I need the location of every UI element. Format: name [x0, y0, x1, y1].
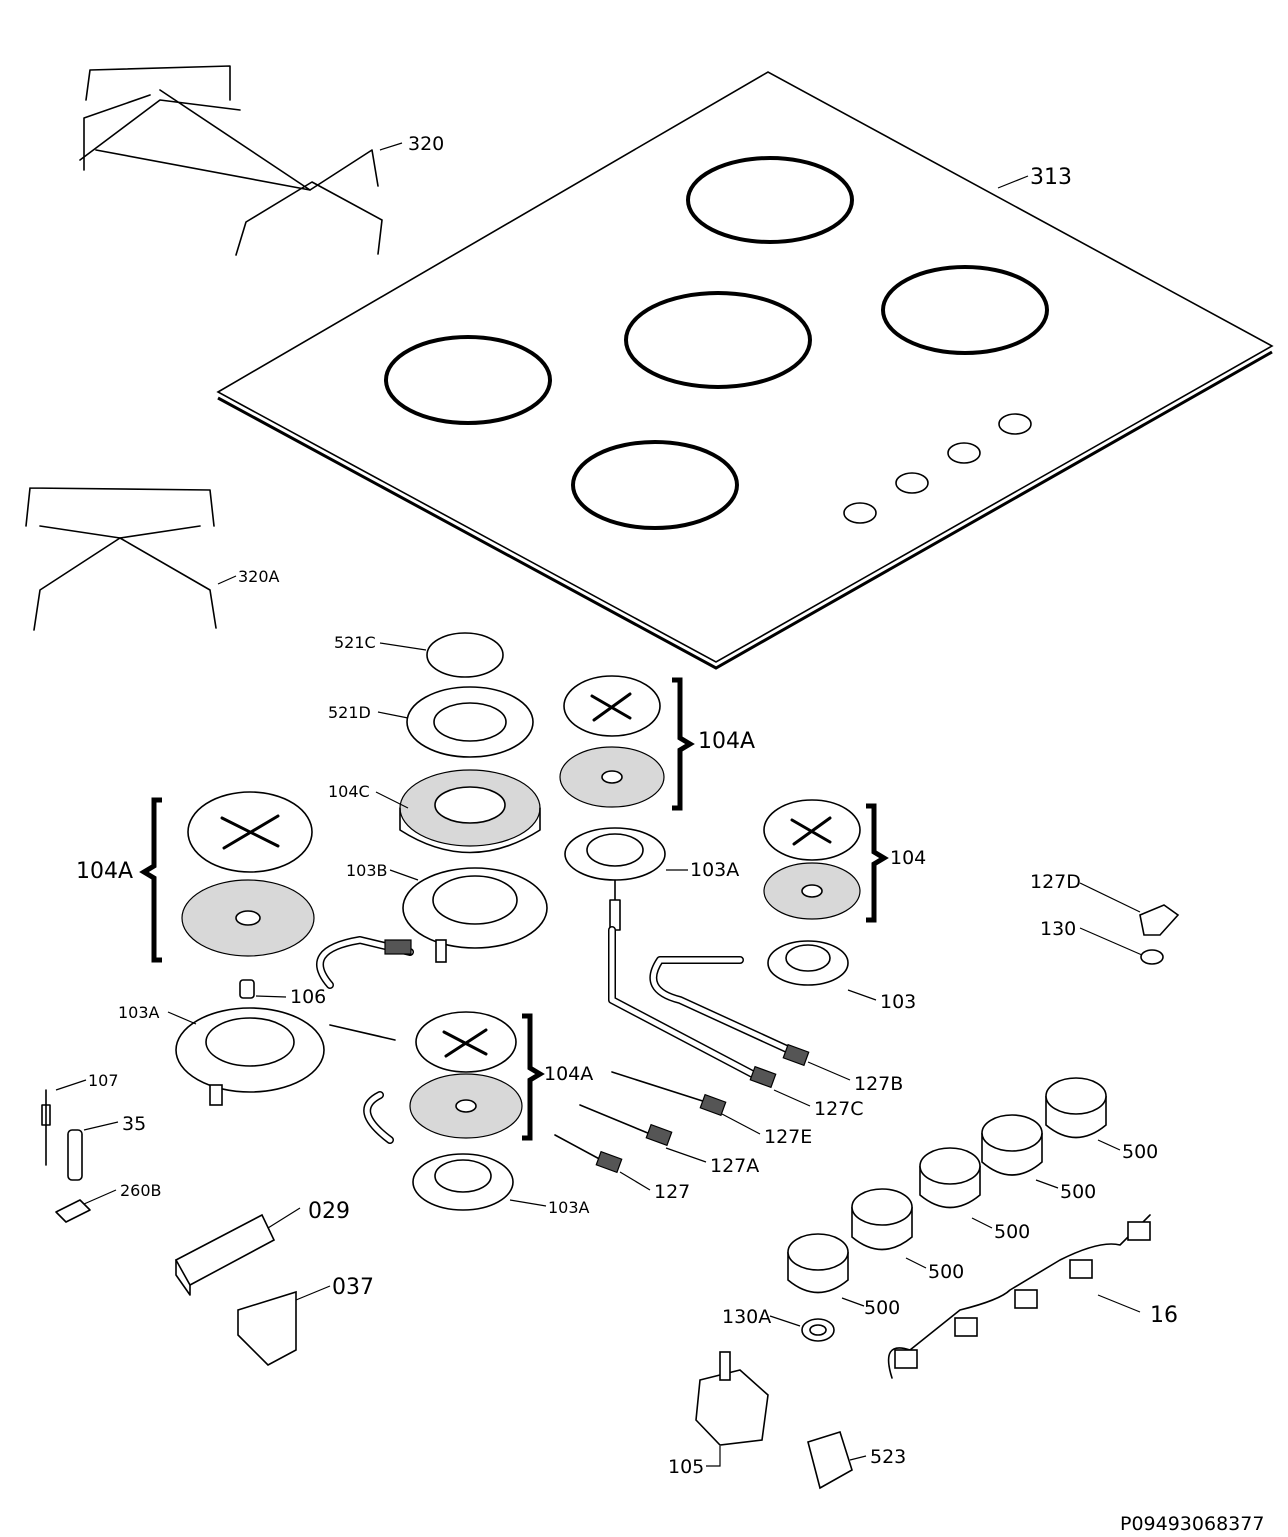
part-313-hob-top — [216, 71, 1274, 670]
label-313: 313 — [1030, 165, 1072, 190]
part-130-washer — [1140, 949, 1164, 965]
label-320: 320 — [408, 133, 444, 155]
label-130: 130 — [1040, 918, 1076, 940]
part-320A-pan-support — [25, 487, 217, 631]
label-037: 037 — [332, 1275, 374, 1300]
label-103A-left: 103A — [118, 1003, 160, 1022]
label-127C: 127C — [814, 1098, 864, 1120]
label-127: 127 — [654, 1181, 690, 1203]
label-35: 35 — [122, 1113, 146, 1135]
label-104A-left: 104A — [76, 859, 133, 884]
brace-104A-top — [672, 677, 695, 811]
label-500b: 500 — [1060, 1181, 1096, 1203]
label-105: 105 — [668, 1456, 704, 1478]
part-103A-left-base — [175, 1007, 325, 1106]
label-521C: 521C — [334, 633, 376, 652]
label-260B: 260B — [120, 1181, 162, 1200]
part-107-electrode — [41, 1089, 51, 1166]
leader-lines — [55, 142, 1143, 1467]
brace-104 — [866, 803, 889, 923]
label-103: 103 — [880, 991, 916, 1013]
part-105-gas-tap — [695, 1351, 769, 1446]
reference-code: P09493068377 — [1120, 1513, 1264, 1535]
part-127D-elbow — [1139, 904, 1180, 936]
label-127B: 127B — [854, 1073, 903, 1095]
label-107: 107 — [88, 1071, 119, 1090]
label-320A: 320A — [238, 567, 280, 586]
part-103A-mid-base — [564, 827, 666, 931]
part-103-base — [767, 940, 849, 986]
part-500-knobs — [787, 1077, 1107, 1294]
part-104C-burner — [399, 769, 541, 854]
label-523: 523 — [870, 1446, 906, 1468]
part-104-burner — [763, 799, 861, 920]
part-521C-cap — [426, 632, 504, 678]
brace-104A-left — [139, 797, 162, 963]
part-320-pan-support — [79, 65, 383, 256]
label-127A: 127A — [710, 1155, 759, 1177]
part-029-ignition-unit — [174, 1213, 276, 1296]
label-127E: 127E — [764, 1126, 812, 1148]
part-260B-clip — [55, 1199, 91, 1223]
label-104: 104 — [890, 847, 926, 869]
label-521D: 521D — [328, 703, 371, 722]
label-106: 106 — [290, 986, 326, 1008]
label-103A-bottom: 103A — [548, 1198, 590, 1217]
part-labels: 320 313 320A 521C 521D 104A 104C 104A 10… — [76, 133, 1264, 1535]
gas-pipes — [316, 926, 810, 1174]
label-104A-top: 104A — [698, 729, 755, 754]
part-16-wiring-harness — [887, 1214, 1151, 1379]
label-500d: 500 — [928, 1261, 964, 1283]
part-104A-top-burner — [559, 675, 665, 808]
label-127D: 127D — [1030, 871, 1081, 893]
label-16: 16 — [1150, 1303, 1178, 1328]
part-103B-base — [402, 867, 548, 963]
label-103A-mid: 103A — [690, 859, 739, 881]
part-103A-bottom-base — [412, 1153, 514, 1211]
label-104A-bottom: 104A — [544, 1063, 593, 1085]
label-500c: 500 — [994, 1221, 1030, 1243]
label-029: 029 — [308, 1199, 350, 1224]
brace-104A-bottom — [522, 1013, 545, 1141]
part-523-clip — [807, 1430, 853, 1490]
label-130A: 130A — [722, 1306, 771, 1328]
label-500a: 500 — [1122, 1141, 1158, 1163]
part-104A-bottom-burner — [409, 1011, 523, 1139]
part-130A-washer — [801, 1318, 835, 1342]
label-103B: 103B — [346, 861, 388, 880]
label-500e: 500 — [864, 1297, 900, 1319]
part-35-thermocouple — [67, 1129, 83, 1181]
part-106-injector — [239, 979, 255, 999]
part-104A-left-burner — [181, 791, 315, 957]
part-037-bracket — [237, 1290, 297, 1366]
label-104C: 104C — [328, 782, 370, 801]
part-521D-ring — [406, 686, 534, 758]
